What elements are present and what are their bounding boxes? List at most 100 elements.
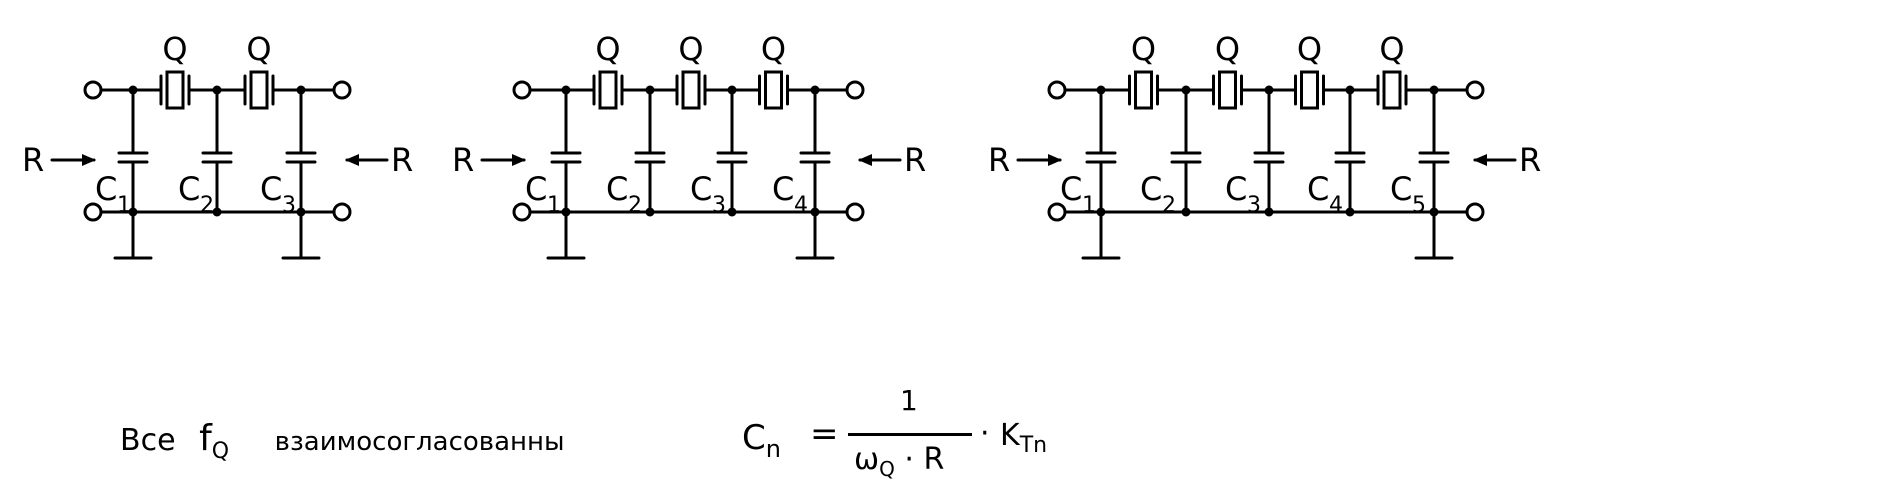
crystal-body xyxy=(1300,70,1319,110)
formula: Cn = 1 ωQ · R · KTn xyxy=(742,384,1062,488)
junction-dot xyxy=(1345,85,1355,95)
junction-dot xyxy=(727,85,737,95)
terminal-circle xyxy=(1047,80,1067,100)
input-r-label: R xyxy=(452,141,474,179)
formula-k-letter: K xyxy=(1000,418,1020,453)
junction-dot xyxy=(128,85,138,95)
capacitor-subscript: 4 xyxy=(1329,193,1343,218)
formula-k: KTn xyxy=(1000,418,1047,458)
caption-prefix: Все xyxy=(120,423,176,458)
terminal-circle xyxy=(83,202,103,222)
capacitor-subscript: 3 xyxy=(712,193,726,218)
crystal-body xyxy=(1134,70,1153,110)
capacitor-label: C xyxy=(1140,170,1162,208)
capacitor-subscript: 1 xyxy=(1082,193,1096,218)
caption-text: взаимосогласованны xyxy=(274,427,565,457)
capacitor-subscript: 3 xyxy=(282,193,296,218)
junction-dot xyxy=(1264,207,1274,217)
output-arrow-head xyxy=(858,154,872,166)
crystal-body xyxy=(598,70,618,110)
terminal-circle xyxy=(1465,202,1485,222)
junction-dot xyxy=(645,207,655,217)
capacitor-label: C xyxy=(1307,170,1329,208)
formula-numerator: 1 xyxy=(900,384,918,417)
caption-f-sub: Q xyxy=(211,439,230,465)
junction-dot xyxy=(645,85,655,95)
caption-f-symbol: fQ xyxy=(199,418,229,464)
junction-dot xyxy=(810,85,820,95)
crystal-label: Q xyxy=(595,30,620,68)
output-r-label: R xyxy=(904,141,926,179)
capacitor-subscript: 1 xyxy=(547,193,561,218)
formula-equals: = xyxy=(810,414,839,454)
capacitor-label: C xyxy=(1390,170,1412,208)
terminal-circle xyxy=(845,80,865,100)
terminal-circle xyxy=(845,202,865,222)
formula-denominator: ωQ · R xyxy=(854,442,944,481)
crystal-label: Q xyxy=(678,30,703,68)
formula-omega: ω xyxy=(854,442,880,477)
caption-f-letter: f xyxy=(199,418,212,459)
fraction-bar xyxy=(848,433,972,436)
formula-den-rest: · R xyxy=(904,442,945,477)
capacitor-label: C xyxy=(1060,170,1082,208)
formula-k-sub: Tn xyxy=(1019,433,1048,458)
output-r-label: R xyxy=(1519,141,1541,179)
capacitor-label: C xyxy=(1225,170,1247,208)
formula-lhs-c: C xyxy=(742,418,766,458)
terminal-circle xyxy=(332,80,352,100)
junction-dot xyxy=(296,85,306,95)
junction-dot xyxy=(1096,85,1106,95)
capacitor-subscript: 2 xyxy=(1162,193,1176,218)
crystal-body xyxy=(1382,70,1402,110)
terminal-circle xyxy=(1465,80,1485,100)
input-arrow-head xyxy=(82,154,96,166)
capacitor-label: C xyxy=(178,170,200,208)
capacitor-subscript: 1 xyxy=(117,193,131,218)
junction-dot xyxy=(727,207,737,217)
output-arrow-head xyxy=(345,154,359,166)
input-arrow-head xyxy=(512,154,526,166)
crystal-label: Q xyxy=(1215,30,1240,68)
crystal-body xyxy=(681,70,701,110)
crystal-label: Q xyxy=(1297,30,1322,68)
crystal-label: Q xyxy=(162,30,187,68)
crystal-label: Q xyxy=(761,30,786,68)
formula-omega-sub: Q xyxy=(879,457,895,481)
formula-lhs-sub: n xyxy=(765,434,781,463)
crystal-body xyxy=(764,70,783,110)
junction-dot xyxy=(561,85,571,95)
capacitor-subscript: 3 xyxy=(1247,193,1261,218)
crystal-body xyxy=(249,70,269,110)
capacitor-label: C xyxy=(95,170,117,208)
junction-dot xyxy=(1429,85,1439,95)
capacitor-label: C xyxy=(690,170,712,208)
terminal-circle xyxy=(512,80,532,100)
capacitor-label: C xyxy=(772,170,794,208)
capacitor-label: C xyxy=(260,170,282,208)
capacitor-subscript: 2 xyxy=(200,193,214,218)
terminal-circle xyxy=(332,202,352,222)
crystal-body xyxy=(165,70,185,110)
crystal-label: Q xyxy=(246,30,271,68)
formula-mult: · xyxy=(980,416,990,451)
capacitor-label: C xyxy=(606,170,628,208)
terminal-circle xyxy=(83,80,103,100)
crystal-label: Q xyxy=(1131,30,1156,68)
capacitor-subscript: 2 xyxy=(628,193,642,218)
input-arrow-head xyxy=(1048,154,1062,166)
caption: Все fQ взаимосогласованны xyxy=(120,418,565,464)
junction-dot xyxy=(212,207,222,217)
junction-dot xyxy=(212,85,222,95)
formula-lhs: Cn xyxy=(742,418,781,463)
terminal-circle xyxy=(512,202,532,222)
input-r-label: R xyxy=(22,141,44,179)
output-r-label: R xyxy=(391,141,413,179)
crystal-label: Q xyxy=(1379,30,1404,68)
junction-dot xyxy=(1264,85,1274,95)
output-arrow-head xyxy=(1473,154,1487,166)
